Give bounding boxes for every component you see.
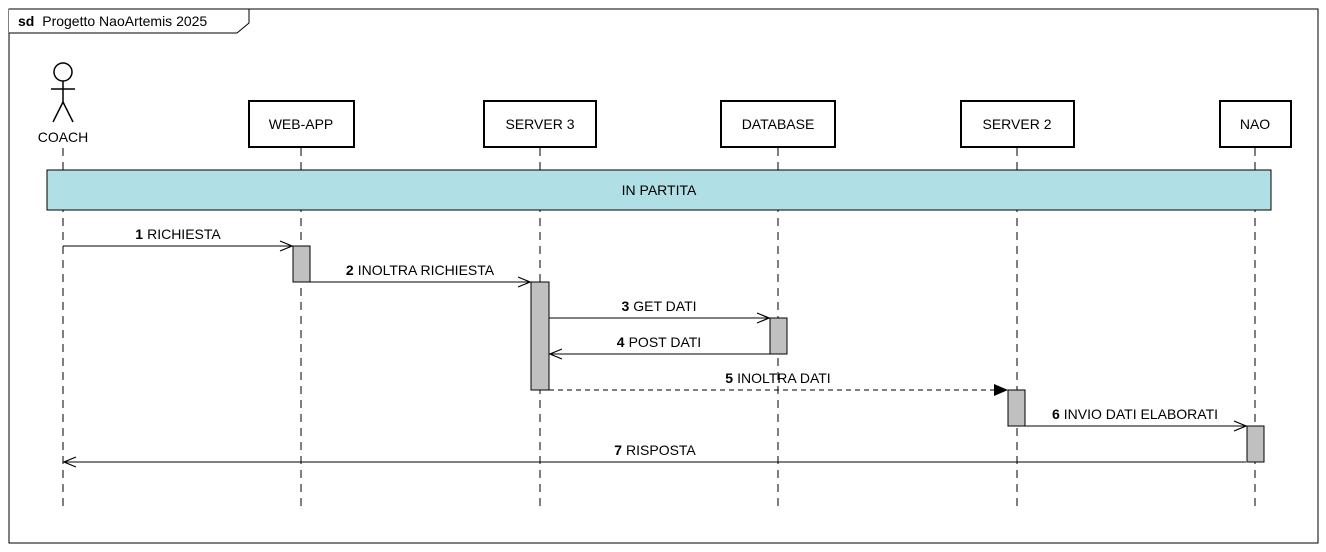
actor-label: COACH [38,129,89,145]
frame-tab [9,8,250,34]
participant-server-3: SERVER 3 [483,100,597,148]
activation-nao [1246,425,1265,463]
participant-label: NAO [1240,116,1270,132]
fragment-in-partita: IN PARTITA [46,169,1272,211]
frame-title-text: Progetto NaoArtemis 2025 [42,13,207,29]
activations [292,245,1265,463]
fragment-box [46,169,1272,211]
activation-web-app [292,245,311,283]
activation-server-3 [530,281,550,391]
activation-server-2 [1007,389,1026,427]
activation-database [769,317,788,355]
participant-label: WEB-APP [269,116,334,132]
frame-title: sd Progetto NaoArtemis 2025 [18,13,207,29]
frame-border [8,8,1319,544]
actor-coach: COACH [38,62,89,145]
fragment-label: IN PARTITA [622,182,697,198]
participant-label: SERVER 2 [983,116,1052,132]
participant-server-2: SERVER 2 [960,100,1075,148]
participant-label: SERVER 3 [506,116,575,132]
participant-database: DATABASE [720,100,836,148]
frame-keyword: sd [18,13,34,29]
participant-nao: NAO [1219,100,1292,148]
participant-web-app: WEB-APP [248,100,355,148]
actor-head-icon [53,62,73,82]
participant-label: DATABASE [742,116,815,132]
